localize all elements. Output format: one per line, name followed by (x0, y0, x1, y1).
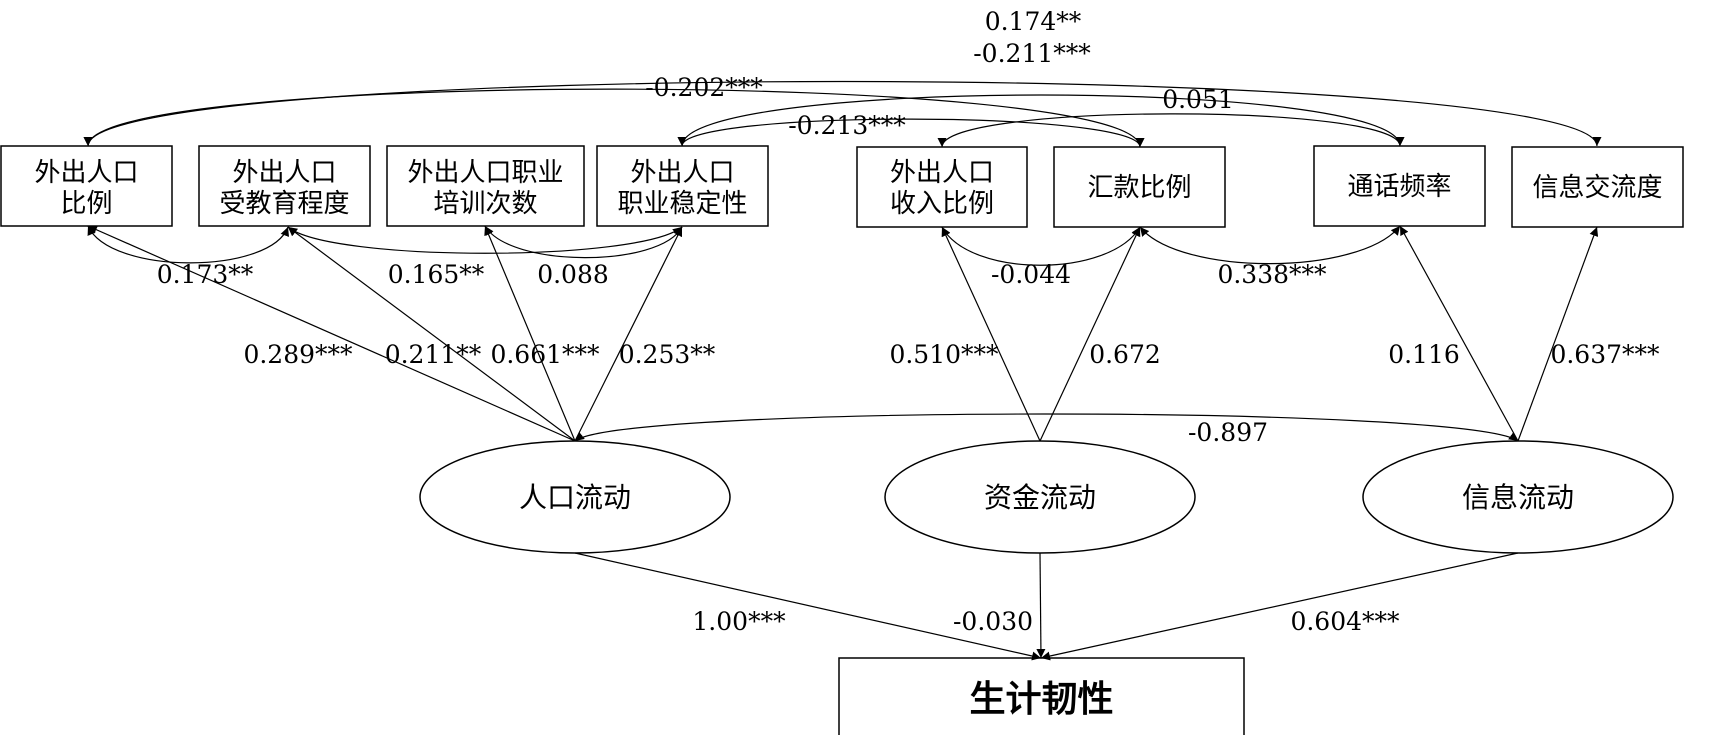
covariance-coefficient: -0.202*** (645, 73, 763, 102)
indicator-label-line: 收入比例 (890, 189, 994, 219)
indicator-box-pop-edu: 外出人口 受教育程度 (198, 145, 371, 227)
covariance-coefficient: -0.897 (1188, 418, 1268, 447)
covariance-curve (677, 94, 1405, 147)
loading-arrows (87, 225, 1599, 442)
indicator-label-line: 比例 (60, 189, 112, 219)
loading-coefficient: 0.510*** (889, 340, 999, 369)
loading-coefficient: 0.211** (385, 340, 482, 369)
indicator-label-line: 培训次数 (433, 189, 537, 219)
indicator-label-line: 外出人口 (232, 158, 336, 188)
indicator-box-remit: 汇款比例 (1053, 146, 1226, 228)
latent-label: 人口流动 (519, 481, 631, 514)
indicator-box-call: 通话频率 (1313, 145, 1486, 227)
loading-arrow (87, 225, 576, 442)
latent-label: 资金流动 (984, 481, 1096, 514)
indicator-label-line: 外出人口职业 (407, 158, 563, 188)
covariance-coefficient: 0.173** (157, 260, 254, 289)
indicator-label-line: 外出人口 (890, 158, 994, 188)
covariance-curve (677, 118, 1145, 148)
path-coefficient: 0.604*** (1290, 607, 1400, 636)
loading-arrow (1039, 226, 1141, 442)
covariance-coefficient: -0.211*** (973, 39, 1091, 68)
covariance-curve (1139, 225, 1401, 265)
latent-ellipse-cap-flow: 资金流动 (884, 440, 1196, 554)
loading-coefficient: 0.661*** (490, 340, 600, 369)
covariance-curve (574, 413, 1519, 442)
loading-arrow (1399, 225, 1519, 442)
indicator-label-line: 外出人口 (630, 158, 734, 188)
indicator-label-line: 信息交流度 (1532, 173, 1662, 203)
path-coefficient: 1.00*** (692, 607, 786, 636)
path-coefficient: -0.030 (953, 607, 1033, 636)
outcome-box-livelihood: 生计韧性 (838, 657, 1245, 735)
covariance-coefficient: 0.338*** (1217, 260, 1327, 289)
indicator-box-pop-income: 外出人口 收入比例 (856, 146, 1028, 228)
loading-coefficient: 0.289*** (243, 340, 353, 369)
covariance-coefficient: 0.165** (388, 260, 485, 289)
path-arrow (1040, 552, 1519, 661)
covariance-coefficient: -0.213*** (788, 111, 906, 140)
covariance-curve (87, 225, 290, 264)
indicator-label-line: 受教育程度 (219, 189, 349, 219)
indicator-box-infoex: 信息交流度 (1511, 146, 1684, 228)
covariance-curve (287, 226, 683, 254)
indicator-box-pop-train: 外出人口职业 培训次数 (386, 145, 585, 227)
latent-ellipse-pop-flow: 人口流动 (419, 440, 731, 554)
covariance-curve (941, 226, 1141, 266)
loading-coefficient: 0.637*** (1550, 340, 1660, 369)
path-arrow (1036, 552, 1046, 659)
indicator-box-pop-stab: 外出人口 职业稳定性 (596, 145, 769, 227)
loading-arrow (1517, 226, 1599, 442)
loading-coefficient: 0.116 (1388, 340, 1460, 369)
loading-arrow (484, 225, 576, 442)
loading-arrow (941, 226, 1041, 442)
path-arrows (574, 552, 1519, 661)
loading-coefficient: 0.253** (619, 340, 716, 369)
covariance-curve (484, 225, 683, 259)
path-arrow (574, 552, 1042, 661)
indicator-label-line: 外出人口 (34, 158, 138, 188)
covariance-curve (937, 113, 1405, 148)
covariance-coefficient: 0.174** (985, 7, 1082, 36)
covariance-coefficient: 0.088 (537, 260, 609, 289)
indicator-label-line: 汇款比例 (1087, 173, 1191, 203)
loading-arrow (287, 226, 576, 442)
covariance-coefficient: -0.044 (991, 260, 1071, 289)
covariance-curve (83, 88, 1145, 148)
latent-label: 信息流动 (1462, 481, 1574, 514)
indicator-box-pop-ratio: 外出人口 比例 (0, 145, 173, 227)
covariance-curves (83, 80, 1602, 442)
outcome-label: 生计韧性 (969, 678, 1113, 720)
covariance-curve (83, 80, 1602, 147)
indicator-label-line: 职业稳定性 (617, 189, 747, 219)
coefficient-labels: 0.289*** 0.211** 0.661*** 0.253** 0.510*… (157, 7, 1660, 636)
covariance-coefficient: 0.051 (1162, 85, 1234, 114)
latent-ellipse-info-flow: 信息流动 (1362, 440, 1674, 554)
loading-coefficient: 0.672 (1089, 340, 1161, 369)
loading-arrow (574, 226, 683, 442)
indicator-label-line: 通话频率 (1347, 172, 1451, 202)
